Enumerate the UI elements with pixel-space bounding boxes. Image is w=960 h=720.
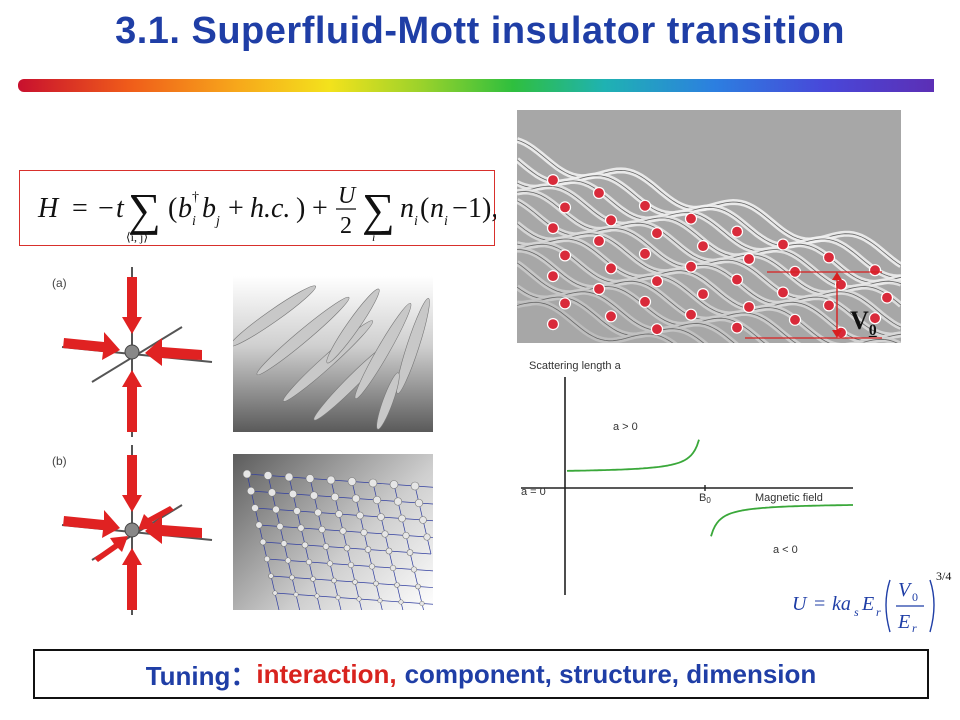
- svg-text:U: U: [792, 593, 808, 615]
- hamiltonian-formula-icon: H = − t ∑ ⟨i, j⟩ ( b † i b j + h.c. ) + …: [37, 183, 496, 244]
- slide-title: 3.1. Superfluid-Mott insulator transitio…: [115, 10, 845, 52]
- svg-text:+: +: [228, 193, 244, 224]
- svg-text:(: (: [420, 193, 429, 224]
- tuning-summary-box: Tuning： interaction, component, structur…: [33, 649, 929, 699]
- svg-text:ka: ka: [832, 593, 851, 615]
- optical-lattice-image: V0: [515, 110, 903, 411]
- svg-text:3/4: 3/4: [936, 569, 951, 583]
- svg-text:r: r: [876, 605, 881, 619]
- curve-negative: [710, 504, 853, 537]
- svg-text:b: b: [178, 193, 192, 224]
- label-a-positive: a > 0: [613, 421, 638, 433]
- lattice-depth-formula-icon: U = ka s E r V 0 E r 3/4: [790, 566, 960, 643]
- rainbow-divider: [18, 79, 934, 92]
- hamiltonian-box: H = − t ∑ ⟨i, j⟩ ( b † i b j + h.c. ) + …: [19, 170, 496, 246]
- chart-ylabel: Scattering length a: [529, 360, 622, 372]
- svg-text:): ): [296, 193, 305, 224]
- svg-text:⟨i, j⟩: ⟨i, j⟩: [126, 230, 148, 244]
- label-b0: B0: [699, 492, 711, 505]
- svg-text:−: −: [452, 193, 468, 224]
- label-a-zero: a = 0: [521, 486, 546, 498]
- svg-text:+: +: [312, 193, 328, 224]
- svg-text:i: i: [414, 214, 418, 229]
- svg-text:h.c.: h.c.: [250, 193, 290, 224]
- svg-text:E: E: [897, 611, 910, 633]
- svg-text:r: r: [912, 621, 917, 635]
- svg-text:E: E: [861, 593, 874, 615]
- svg-text:1),: 1),: [468, 193, 496, 224]
- panel-b-label: (b): [52, 454, 67, 468]
- svg-text:n: n: [400, 193, 414, 224]
- svg-text:t: t: [116, 193, 125, 224]
- svg-text:∑: ∑: [128, 184, 161, 235]
- svg-text:i: i: [444, 214, 448, 229]
- svg-text:U: U: [338, 183, 357, 209]
- svg-text:n: n: [430, 193, 444, 224]
- label-a-negative: a < 0: [773, 544, 798, 556]
- svg-text:†: †: [192, 190, 199, 205]
- lattice-depth-label: V0: [850, 306, 877, 340]
- svg-text:s: s: [854, 605, 859, 619]
- svg-text:(: (: [168, 193, 177, 224]
- laser-beams-1d-icon: [52, 262, 222, 447]
- tuning-prefix: Tuning：: [145, 660, 257, 691]
- svg-text:0: 0: [912, 590, 918, 604]
- tuning-highlight: interaction,: [256, 658, 397, 689]
- chart-xlabel: Magnetic field: [755, 492, 823, 504]
- svg-text:−: −: [98, 193, 114, 224]
- svg-text:2: 2: [340, 213, 352, 239]
- panel-a-label: (a): [52, 276, 67, 290]
- cigar-gas-icon: [229, 276, 433, 432]
- svg-text:∑: ∑: [362, 184, 395, 235]
- svg-text:i: i: [372, 230, 375, 244]
- svg-text:H: H: [37, 193, 60, 224]
- svg-text:b: b: [202, 193, 216, 224]
- svg-text:i: i: [192, 214, 196, 229]
- scattering-length-chart: Scattering length a Magnetic field a > 0…: [515, 355, 870, 600]
- svg-text:=: =: [72, 193, 88, 224]
- laser-beams-3d-icon: [52, 440, 222, 625]
- atom-lattice-3d-icon: [233, 454, 449, 621]
- svg-text:j: j: [214, 214, 220, 229]
- tuning-rest: component, structure, dimension: [404, 658, 817, 689]
- svg-text:=: =: [814, 593, 825, 615]
- svg-text:V: V: [898, 579, 913, 601]
- curve-positive: [566, 439, 700, 472]
